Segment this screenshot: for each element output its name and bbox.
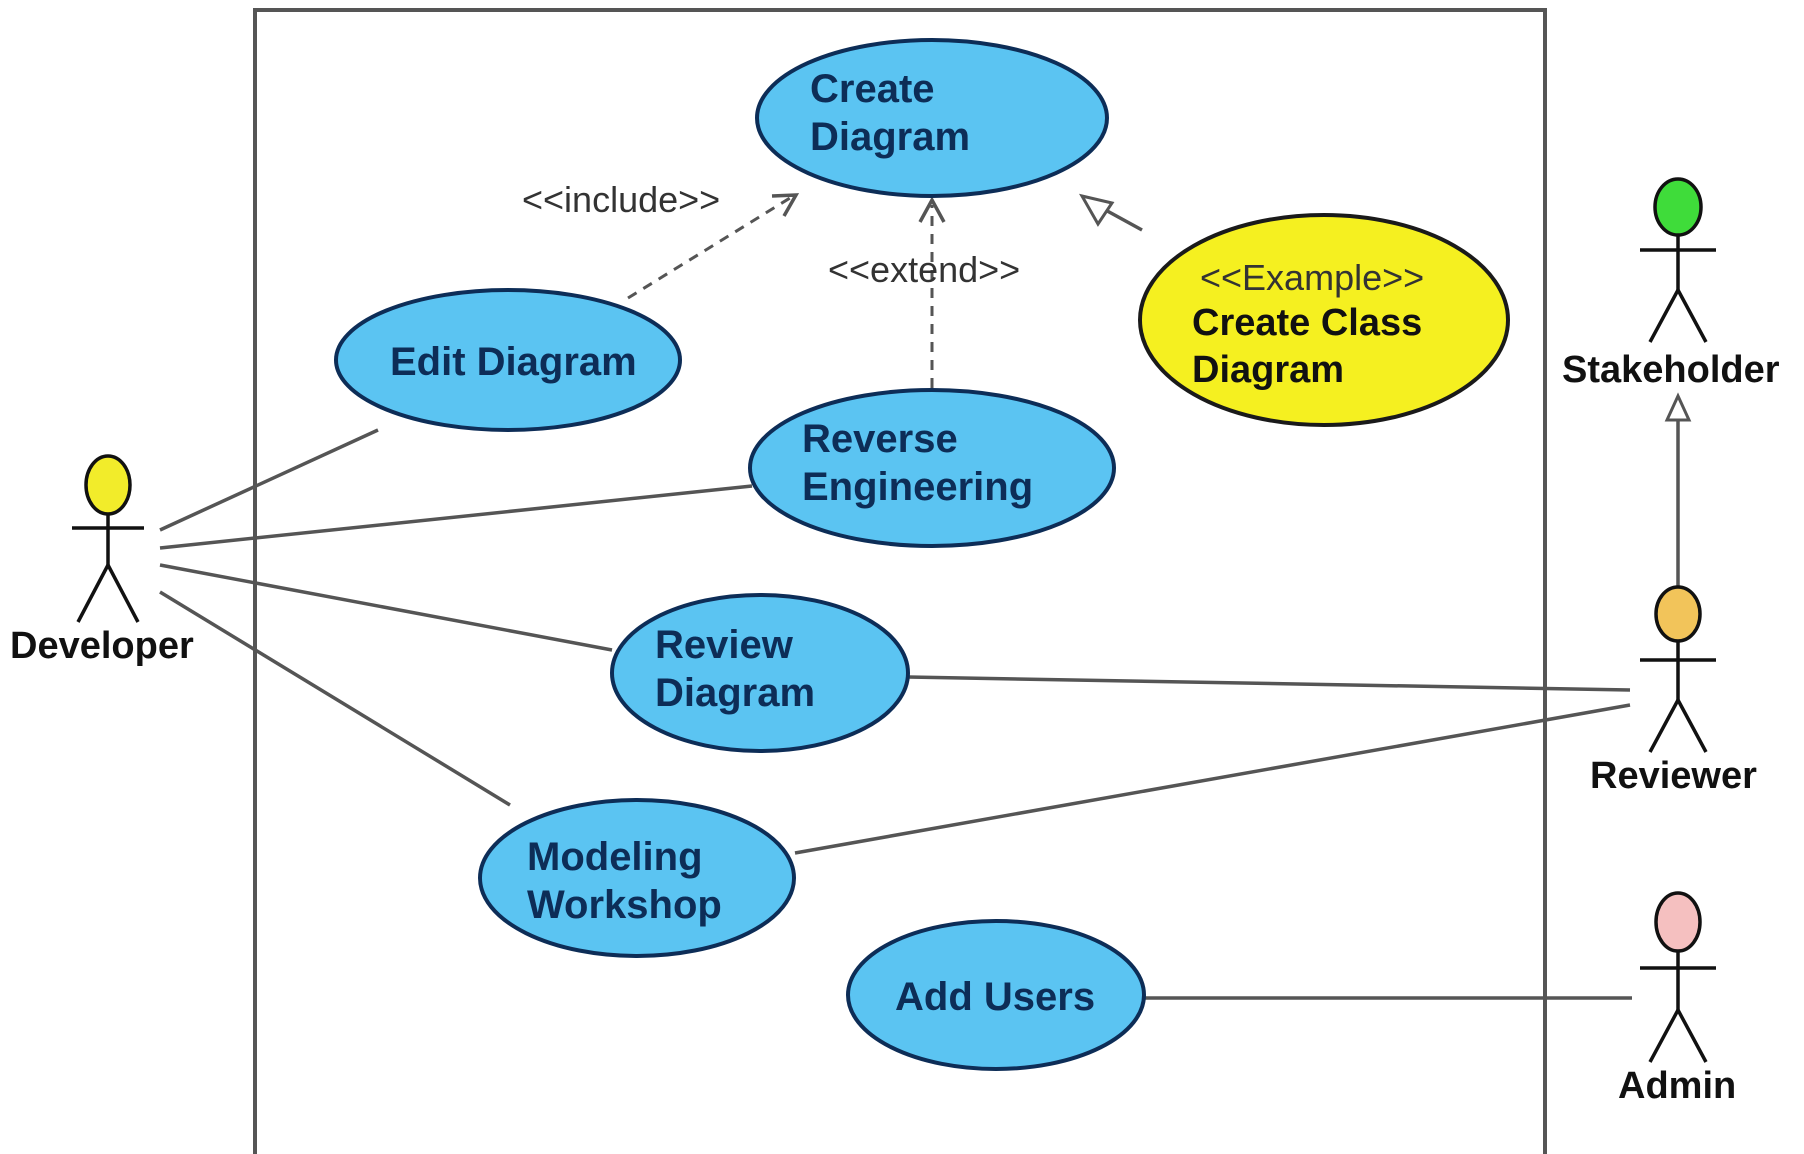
reverse-engineering-label-2: Engineering — [802, 465, 1033, 509]
review-diagram-label-2: Diagram — [655, 671, 815, 715]
assoc-reviewer-modeling-workshop — [794, 703, 1631, 855]
generalization-usecase-arrowhead — [1078, 193, 1115, 227]
use-case-reverse-engineering: Reverse Engineering — [748, 388, 1116, 548]
modeling-workshop-label-1: Modeling — [527, 835, 703, 879]
actor-stakeholder: Stakeholder — [1562, 177, 1780, 391]
developer-label: Developer — [10, 625, 194, 667]
assoc-developer-modeling-workshop — [159, 590, 511, 807]
system-boundary — [253, 8, 1547, 1154]
create-diagram-label-2: Diagram — [810, 115, 970, 159]
add-users-label: Add Users — [895, 975, 1095, 1019]
assoc-developer-reverse-engineering — [159, 484, 753, 550]
admin-label: Admin — [1618, 1065, 1736, 1107]
use-case-modeling-workshop: Modeling Workshop — [478, 798, 796, 958]
create-diagram-label-1: Create — [810, 67, 935, 111]
stakeholder-label: Stakeholder — [1562, 349, 1780, 391]
stakeholder-head — [1653, 177, 1703, 237]
use-case-add-users: Add Users — [846, 919, 1146, 1071]
extend-label: <<extend>> — [828, 249, 1020, 290]
include-arrow-line — [627, 196, 791, 300]
reviewer-head — [1654, 585, 1702, 643]
assoc-reviewer-review-diagram — [907, 675, 1631, 692]
actor-admin: Admin — [1618, 891, 1736, 1107]
use-case-edit-diagram: Edit Diagram — [334, 288, 682, 432]
include-arrowhead — [771, 193, 800, 217]
reverse-engineering-label-1: Reverse — [802, 417, 958, 461]
use-case-review-diagram: Review Diagram — [610, 593, 910, 753]
example-stereotype-label: <<Example>> — [1200, 257, 1424, 298]
reviewer-label: Reviewer — [1590, 755, 1757, 797]
use-case-create-diagram: Create Diagram — [755, 38, 1109, 198]
review-diagram-label-1: Review — [655, 623, 794, 667]
assoc-developer-review-diagram — [159, 563, 613, 652]
assoc-developer-edit-diagram — [159, 428, 379, 532]
actor-developer: Developer — [10, 454, 194, 667]
generalization-actor-arrowhead — [1664, 392, 1692, 422]
actor-reviewer: Reviewer — [1590, 585, 1757, 797]
create-class-diagram-label-2: Diagram — [1192, 349, 1344, 391]
edit-diagram-label: Edit Diagram — [390, 340, 637, 384]
include-label: <<include>> — [522, 179, 720, 220]
modeling-workshop-label-2: Workshop — [527, 883, 722, 927]
admin-head — [1654, 891, 1702, 953]
use-case-create-class-diagram: <<Example>> Create Class Diagram — [1138, 213, 1510, 427]
create-class-diagram-label-1: Create Class — [1192, 302, 1422, 344]
extend-arrowhead — [918, 196, 946, 223]
developer-head — [84, 454, 132, 516]
